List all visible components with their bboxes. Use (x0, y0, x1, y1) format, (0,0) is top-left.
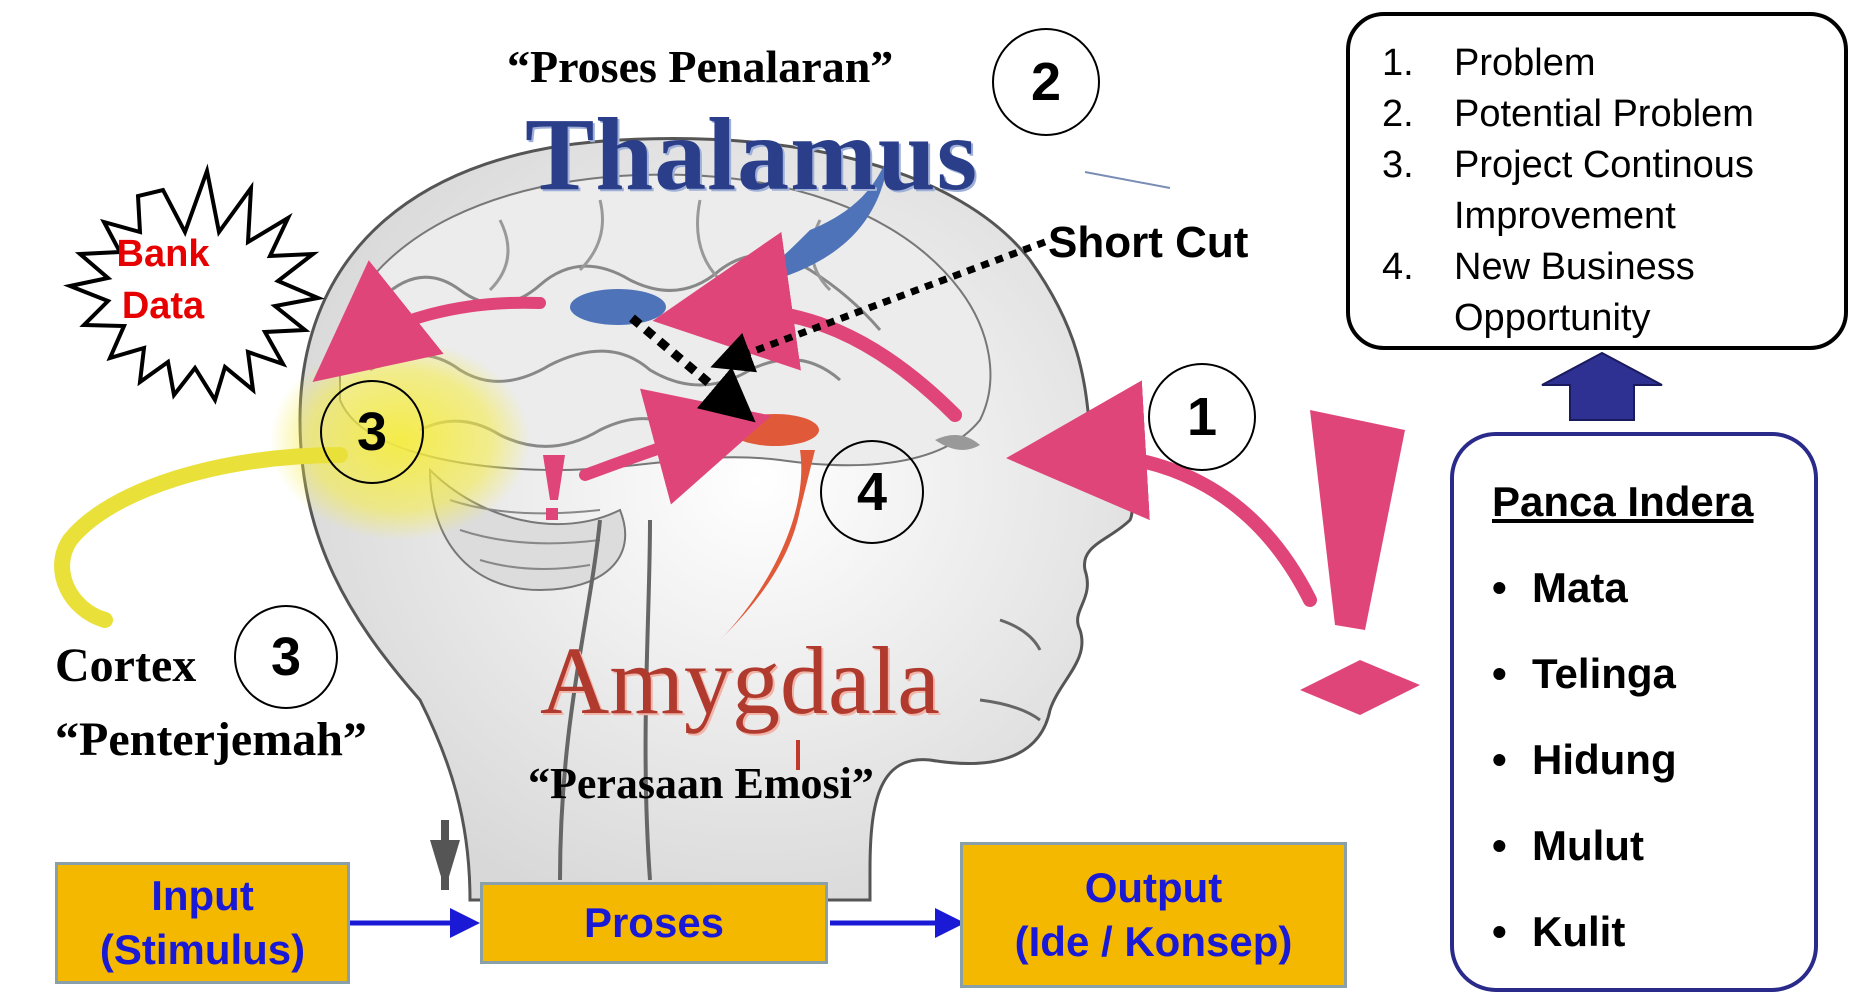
sense-item: •Mata (1492, 564, 1677, 650)
sense-item-label: Hidung (1532, 736, 1677, 822)
problem-item-text: Problem (1454, 38, 1596, 89)
thalamus-label: Thalamus (525, 95, 978, 214)
big-exclamation-icon (1310, 410, 1405, 630)
problem-item-text: New Business Opportunity (1454, 242, 1754, 344)
senses-title: Panca Indera (1492, 478, 1753, 526)
small-exclamation-dot (546, 508, 558, 520)
amygdala-oval (731, 414, 819, 446)
sense-item-label: Mulut (1532, 822, 1644, 908)
input-box: Input (Stimulus) (55, 862, 350, 984)
process-label: Proses (584, 896, 724, 950)
cortex-label: Cortex (55, 638, 196, 693)
bullet-icon: • (1492, 650, 1532, 736)
output-line2: (Ide / Konsep) (1015, 915, 1293, 969)
bank-data-label: Bank Data (104, 228, 222, 332)
process-box: Proses (480, 882, 828, 964)
marker-3-brain: 3 (320, 380, 424, 484)
amygdala-label: Amygdala (540, 625, 940, 736)
marker-3-cortex: 3 (234, 605, 338, 709)
problem-item: 2.Potential Problem (1382, 89, 1824, 140)
bullet-icon: • (1492, 908, 1532, 994)
emotion-label: “Perasaan Emosi” (528, 758, 874, 809)
problem-item: 1.Problem (1382, 38, 1824, 89)
input-line2: (Stimulus) (100, 923, 305, 977)
problem-item-text: Project Continous Improvement (1454, 140, 1794, 242)
up-arrow-icon (1542, 353, 1662, 420)
sense-item: •Hidung (1492, 736, 1677, 822)
output-box: Output (Ide / Konsep) (960, 842, 1347, 988)
marker-2: 2 (992, 28, 1100, 136)
problem-item: 3.Project Continous Improvement (1382, 140, 1824, 242)
bank-data-line1: Bank (104, 228, 222, 280)
marker-4: 4 (820, 440, 924, 544)
thalamus-oval (570, 289, 666, 325)
problem-item-num: 1. (1382, 38, 1454, 89)
problem-item-num: 4. (1382, 242, 1454, 344)
problem-list-box: 1.Problem 2.Potential Problem 3.Project … (1346, 12, 1848, 350)
marker-1: 1 (1148, 363, 1256, 471)
problem-list: 1.Problem 2.Potential Problem 3.Project … (1382, 38, 1824, 344)
translator-label: “Penterjemah” (55, 712, 367, 767)
problem-item-num: 3. (1382, 140, 1454, 242)
problem-item-num: 2. (1382, 89, 1454, 140)
problem-item: 4.New Business Opportunity (1382, 242, 1824, 344)
output-line1: Output (1085, 861, 1223, 915)
short-cut-label: Short Cut (1048, 218, 1248, 268)
senses-box: Panca Indera •Mata •Telinga •Hidung •Mul… (1450, 432, 1818, 992)
bullet-icon: • (1492, 564, 1532, 650)
reasoning-label: “Proses Penalaran” (507, 40, 893, 93)
bank-data-line2: Data (104, 280, 222, 332)
sense-item-label: Mata (1532, 564, 1628, 650)
big-exclamation-dot (1300, 660, 1420, 715)
sense-item-label: Kulit (1532, 908, 1625, 994)
bullet-icon: • (1492, 822, 1532, 908)
thalamus-line (1085, 172, 1170, 188)
bullet-icon: • (1492, 736, 1532, 822)
sense-item: •Mulut (1492, 822, 1677, 908)
sense-item: •Kulit (1492, 908, 1677, 994)
senses-list: •Mata •Telinga •Hidung •Mulut •Kulit (1492, 564, 1677, 994)
sense-item-label: Telinga (1532, 650, 1676, 736)
sense-item: •Telinga (1492, 650, 1677, 736)
problem-item-text: Potential Problem (1454, 89, 1754, 140)
input-line1: Input (151, 869, 254, 923)
